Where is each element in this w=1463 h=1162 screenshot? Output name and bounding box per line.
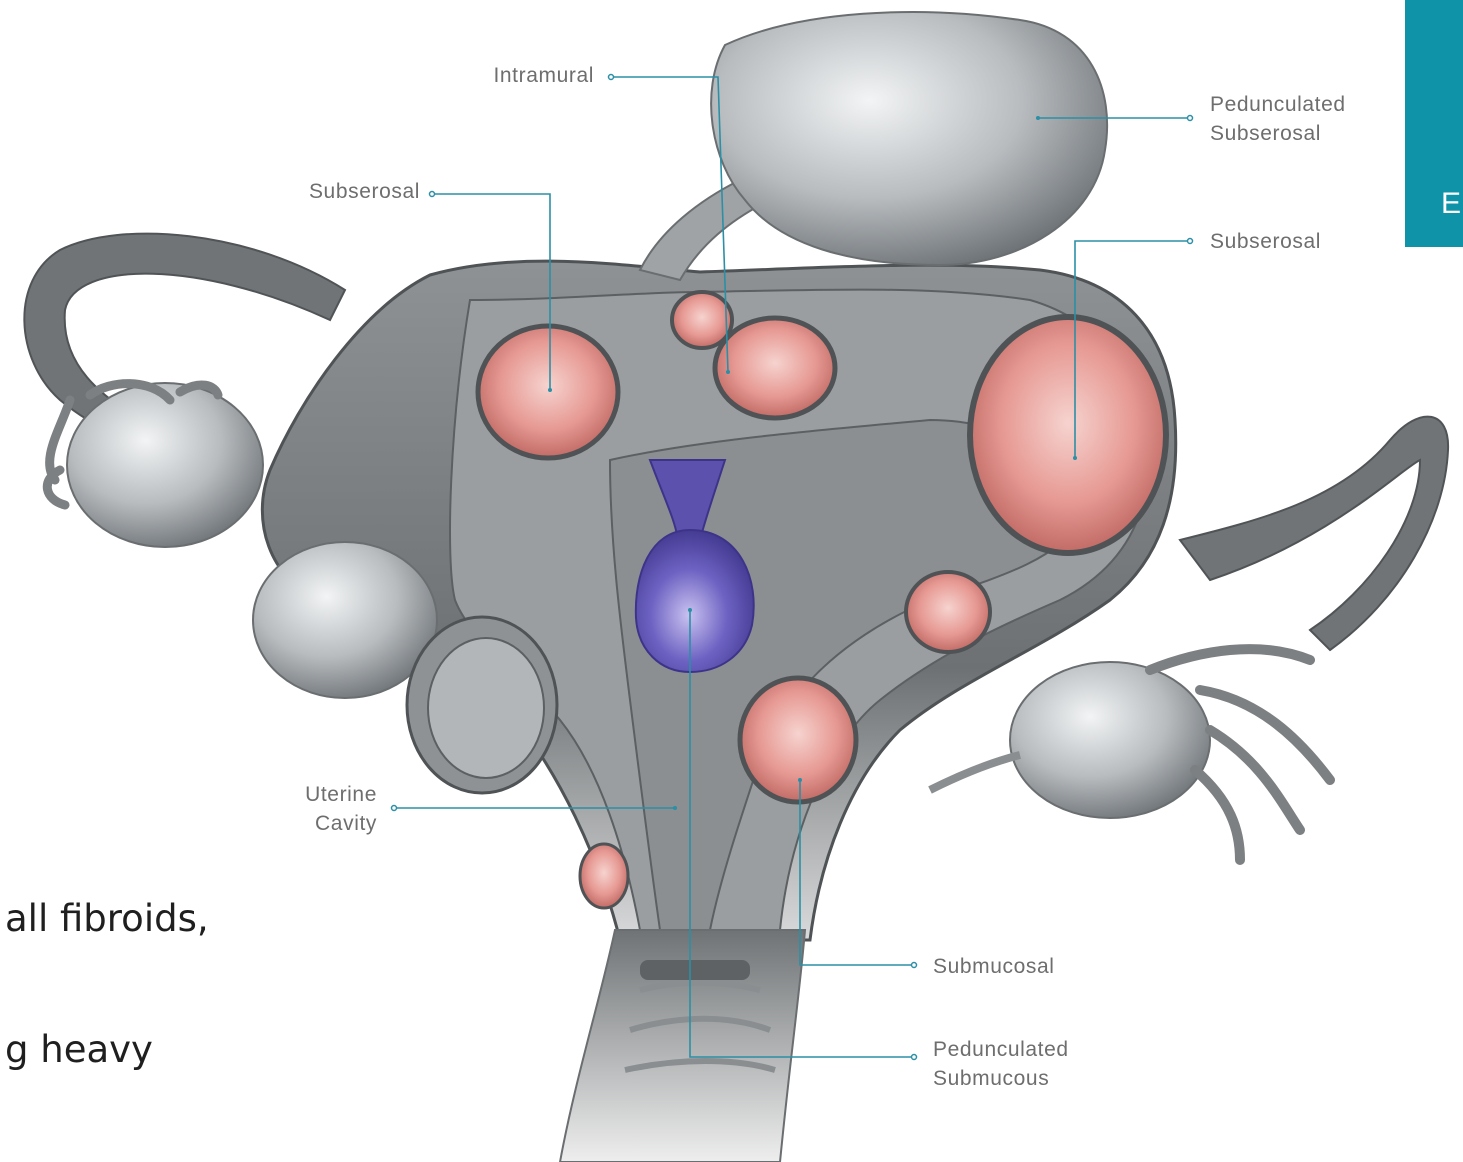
left-cut-lump-inner [428, 638, 544, 778]
pedunculated-subserosal-fibroid [711, 12, 1107, 265]
subserosal-fibroid-right [970, 317, 1166, 553]
body-text-line-1: all fibroids, [5, 897, 209, 941]
submucosal-fibroid [740, 678, 856, 802]
right-ligament [930, 755, 1020, 790]
right-ovary [1010, 662, 1210, 818]
label-subserosal-left: Subserosal [270, 177, 420, 206]
cervical-os [640, 960, 750, 980]
label-submucosal: Submucosal [933, 952, 1055, 981]
label-pedunculated-submucous: Pedunculated Submucous [933, 1035, 1069, 1093]
body-text-line-2: g heavy [5, 1028, 153, 1072]
intramural-fibroid [715, 318, 835, 418]
label-intramural: Intramural [440, 61, 594, 90]
cervical-fibroid [580, 844, 628, 908]
left-outer-lump [253, 542, 437, 698]
subserosal-fibroid-left [478, 326, 618, 458]
side-tab-letter: E [1441, 186, 1461, 222]
side-tab[interactable]: E [1405, 0, 1463, 247]
pedunculated-submucous-fibroid [636, 530, 754, 672]
right-fallopian-tube [1180, 417, 1448, 650]
label-uterine-cavity: Uterine Cavity [250, 780, 377, 838]
left-ovary [67, 383, 263, 547]
label-subserosal-right: Subserosal [1210, 227, 1321, 256]
intramural-fibroid-lower [906, 572, 990, 652]
label-pedunculated-subserosal: Pedunculated Subserosal [1210, 90, 1346, 148]
